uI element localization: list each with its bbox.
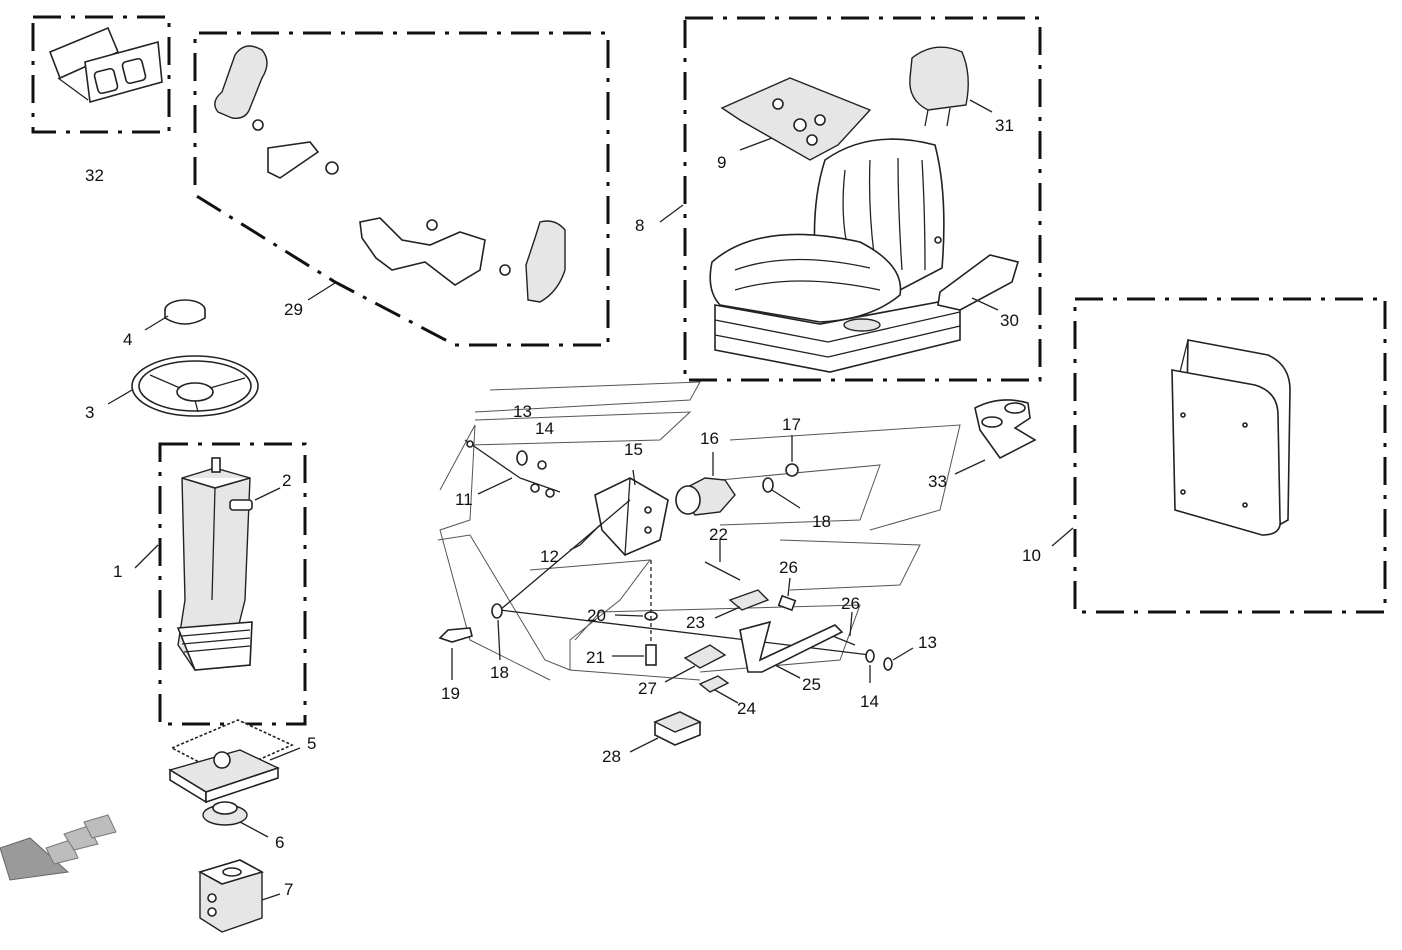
- callout-26-right: 26: [841, 594, 860, 613]
- part-14-washer-lower: [865, 649, 875, 683]
- shaft-line: [499, 609, 871, 656]
- part-18-washer-lower: [491, 603, 503, 661]
- part-21-screw: [612, 560, 657, 666]
- callout-17: 17: [782, 415, 801, 434]
- callout-32: 32: [85, 166, 104, 185]
- callout-30: 30: [1000, 311, 1019, 330]
- callout-19: 19: [441, 684, 460, 703]
- part-14-washer-upper: [537, 460, 547, 470]
- callout-2: 2: [282, 471, 291, 490]
- part-28-block: [629, 711, 702, 753]
- callout-13-lower: 13: [918, 633, 937, 652]
- group-box-1: [158, 442, 307, 726]
- part-25-pedal-lever: [739, 620, 844, 679]
- part-29-armrest-assembly: [214, 45, 566, 303]
- part-1-steering-column: [134, 457, 253, 671]
- callout-24: 24: [737, 699, 756, 718]
- part-8-seat: [659, 138, 961, 373]
- callout-26-left: 26: [779, 558, 798, 577]
- part-16-actuator: [675, 452, 736, 516]
- part-11-cable: [464, 439, 561, 498]
- callout-16: 16: [700, 429, 719, 448]
- part-30-armrest: [937, 254, 1020, 311]
- part-26-spacer: [777, 577, 797, 612]
- part-6-flange: [202, 801, 269, 838]
- callout-13-upper: 13: [513, 402, 532, 421]
- part-23-pedal-pad: [714, 589, 770, 619]
- part-17-nut: [785, 435, 799, 477]
- callout-18-lower: 18: [490, 663, 509, 682]
- callout-12: 12: [540, 547, 559, 566]
- part-22-pin: [704, 540, 741, 581]
- floor-plate-outline: [437, 381, 961, 681]
- callout-7: 7: [284, 880, 293, 899]
- part-3-steering-wheel: [107, 355, 259, 417]
- part-10-seat-cushion: [1051, 339, 1291, 547]
- part-13-ring-upper: [516, 450, 528, 466]
- callout-18-upper: 18: [812, 512, 831, 531]
- callout-5: 5: [307, 734, 316, 753]
- group-box-29: [193, 31, 610, 347]
- part-24-pad: [698, 675, 739, 704]
- callout-33: 33: [928, 472, 947, 491]
- callout-27: 27: [638, 679, 657, 698]
- callout-28: 28: [602, 747, 621, 766]
- part-19-bolt: [438, 627, 473, 680]
- callout-11: 11: [455, 490, 473, 509]
- part-33-cup-holder: [954, 399, 1037, 475]
- part-5-gasket-plate: [168, 719, 301, 804]
- callout-22: 22: [709, 525, 728, 544]
- part-9-seat-base-plate: [720, 77, 872, 161]
- callout-9: 9: [717, 153, 726, 172]
- callout-3: 3: [85, 403, 94, 422]
- part-31-headrest: [909, 46, 993, 127]
- axis-line: [499, 499, 631, 611]
- direction-arrow: [0, 814, 117, 881]
- part-15-bracket: [594, 469, 669, 556]
- callout-8: 8: [635, 216, 644, 235]
- part-18-washer-upper: [762, 477, 801, 509]
- part-13-ring-lower: [883, 647, 914, 671]
- callout-4: 4: [123, 330, 132, 349]
- part-7-steering-valve: [197, 859, 281, 933]
- callout-25: 25: [802, 675, 821, 694]
- callout-1: 1: [113, 562, 122, 581]
- callout-29: 29: [284, 300, 303, 319]
- callout-15: 15: [624, 440, 643, 459]
- callout-31: 31: [995, 116, 1014, 135]
- callout-14-lower: 14: [860, 692, 879, 711]
- callout-21: 21: [586, 648, 605, 667]
- callout-10: 10: [1022, 546, 1041, 565]
- part-32-cover: [48, 26, 163, 104]
- part-4-cap: [144, 299, 206, 331]
- callout-6: 6: [275, 833, 284, 852]
- part-27-pad: [664, 644, 727, 683]
- part-2-pin: [229, 487, 281, 511]
- group-box-8: [683, 16, 1042, 382]
- callout-23: 23: [686, 613, 705, 632]
- callout-20: 20: [587, 606, 606, 625]
- group-box-32: [31, 15, 171, 134]
- callout-14-upper: 14: [535, 419, 554, 438]
